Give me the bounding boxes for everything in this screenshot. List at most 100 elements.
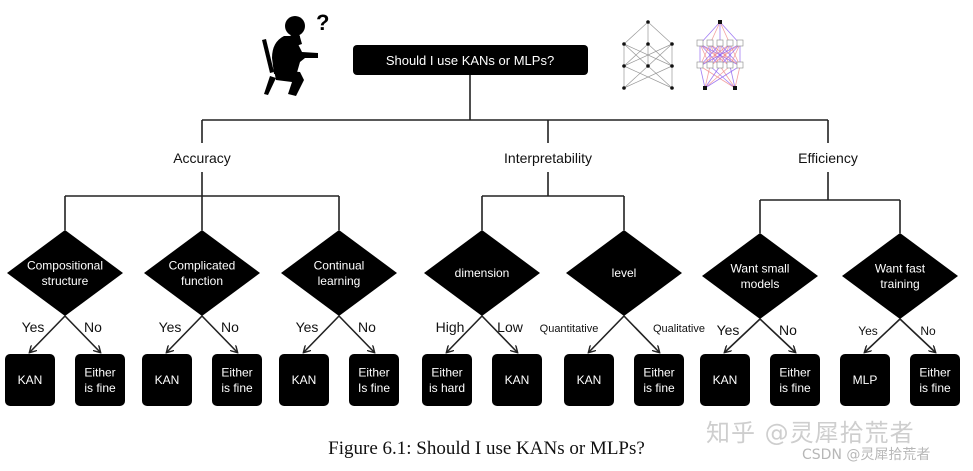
edge-left <box>167 315 203 352</box>
kan-node <box>646 64 650 68</box>
mlp-edge <box>699 65 706 89</box>
kan-edge <box>647 65 673 89</box>
mlp-edge <box>704 65 721 89</box>
mlp-edge <box>719 65 736 89</box>
outcome-box <box>770 354 820 406</box>
kan-edge <box>647 43 673 67</box>
decision-diamond <box>842 233 958 319</box>
outcome-box <box>5 354 55 406</box>
mlp-node <box>733 86 737 90</box>
decision-diamond <box>566 230 682 316</box>
outcome-box <box>279 354 329 406</box>
mlp-node <box>718 20 722 24</box>
outcome-box <box>910 354 960 406</box>
outcome-label: KAN <box>505 373 530 387</box>
edge-right <box>623 315 659 352</box>
edge-right <box>201 315 237 352</box>
mlp-activation <box>736 61 744 69</box>
edge-label-right: Qualitative <box>653 323 705 335</box>
mlp-activation <box>716 61 724 69</box>
mlp-edge <box>699 21 721 45</box>
outcome-node: KAN <box>279 354 329 406</box>
edge-right <box>759 318 795 352</box>
mlp-edge <box>704 65 731 89</box>
edge-label-left: High <box>436 319 465 335</box>
edge-label-right: Low <box>497 319 524 335</box>
root-question-label: Should I use KANs or MLPs? <box>386 53 554 68</box>
edge-label-right: No <box>779 322 797 338</box>
root-question-node: Should I use KANs or MLPs? <box>353 45 588 75</box>
question-label: Continual <box>314 258 365 272</box>
question-node: level <box>566 230 682 316</box>
question-label: structure <box>42 274 89 288</box>
edge-label-left: Yes <box>22 319 45 335</box>
kan-node <box>622 42 626 46</box>
question-label: Want fast <box>875 261 926 275</box>
question-label: learning <box>318 274 361 288</box>
question-node: Want fast training <box>842 233 958 319</box>
outcome-label: Either <box>779 365 810 379</box>
outcome-label: Either <box>919 365 950 379</box>
edge-right <box>338 315 374 352</box>
decision-diamond <box>281 230 397 316</box>
edge-right <box>899 318 935 352</box>
edge-label-right: No <box>920 324 936 338</box>
kan-node <box>646 42 650 46</box>
kan-edge <box>647 21 673 45</box>
question-label: function <box>181 274 223 288</box>
criterion-label: Accuracy <box>173 150 231 166</box>
kan-edge <box>623 65 649 89</box>
outcome-label: KAN <box>713 373 738 387</box>
edge-label-left: Yes <box>159 319 182 335</box>
edge-label-right: No <box>358 319 376 335</box>
kan-edge <box>623 21 649 45</box>
edge-right <box>64 315 100 352</box>
mlp-edge <box>719 21 741 45</box>
question-label: level <box>612 266 637 280</box>
mlp-edge <box>729 65 736 89</box>
outcome-label: KAN <box>18 373 43 387</box>
outcome-box <box>75 354 125 406</box>
edge-label-left: Yes <box>858 324 878 338</box>
kan-edge <box>623 65 673 89</box>
edge-left <box>589 315 625 352</box>
kan-node <box>670 64 674 68</box>
outcome-label: KAN <box>292 373 317 387</box>
mlp-network-icon <box>696 20 744 90</box>
kan-node <box>646 20 650 24</box>
question-label: dimension <box>455 266 510 280</box>
mlp-activation <box>736 39 744 47</box>
decision-diamond <box>7 230 123 316</box>
edge-label-right: No <box>84 319 102 335</box>
edge-label-left: Yes <box>717 322 740 338</box>
edge-label-left: Yes <box>296 319 319 335</box>
outcome-box <box>212 354 262 406</box>
mlp-edge <box>699 43 741 67</box>
outcome-node: KAN <box>492 354 542 406</box>
edge-left <box>865 318 901 352</box>
outcome-node: KAN <box>564 354 614 406</box>
decision-diamond <box>144 230 260 316</box>
mlp-activation <box>696 61 704 69</box>
decision-diamond <box>424 230 540 316</box>
outcome-label: Either <box>643 365 674 379</box>
criterion-efficiency: Efficiency <box>798 150 858 166</box>
edge-left <box>304 315 340 352</box>
outcome-label: KAN <box>155 373 180 387</box>
question-mark-icon: ? <box>316 10 329 35</box>
kan-edge <box>623 43 649 67</box>
outcome-label: Either <box>431 365 462 379</box>
edge-left <box>725 318 761 352</box>
question-label: training <box>880 277 919 291</box>
kan-node <box>622 86 626 90</box>
watermark-zhihu: 知乎 @灵犀拾荒者 <box>706 419 915 447</box>
criterion-label: Interpretability <box>504 150 592 166</box>
kan-node <box>622 64 626 68</box>
outcome-box <box>422 354 472 406</box>
question-node: Continual learning <box>281 230 397 316</box>
outcome-label: is fine <box>84 381 116 395</box>
